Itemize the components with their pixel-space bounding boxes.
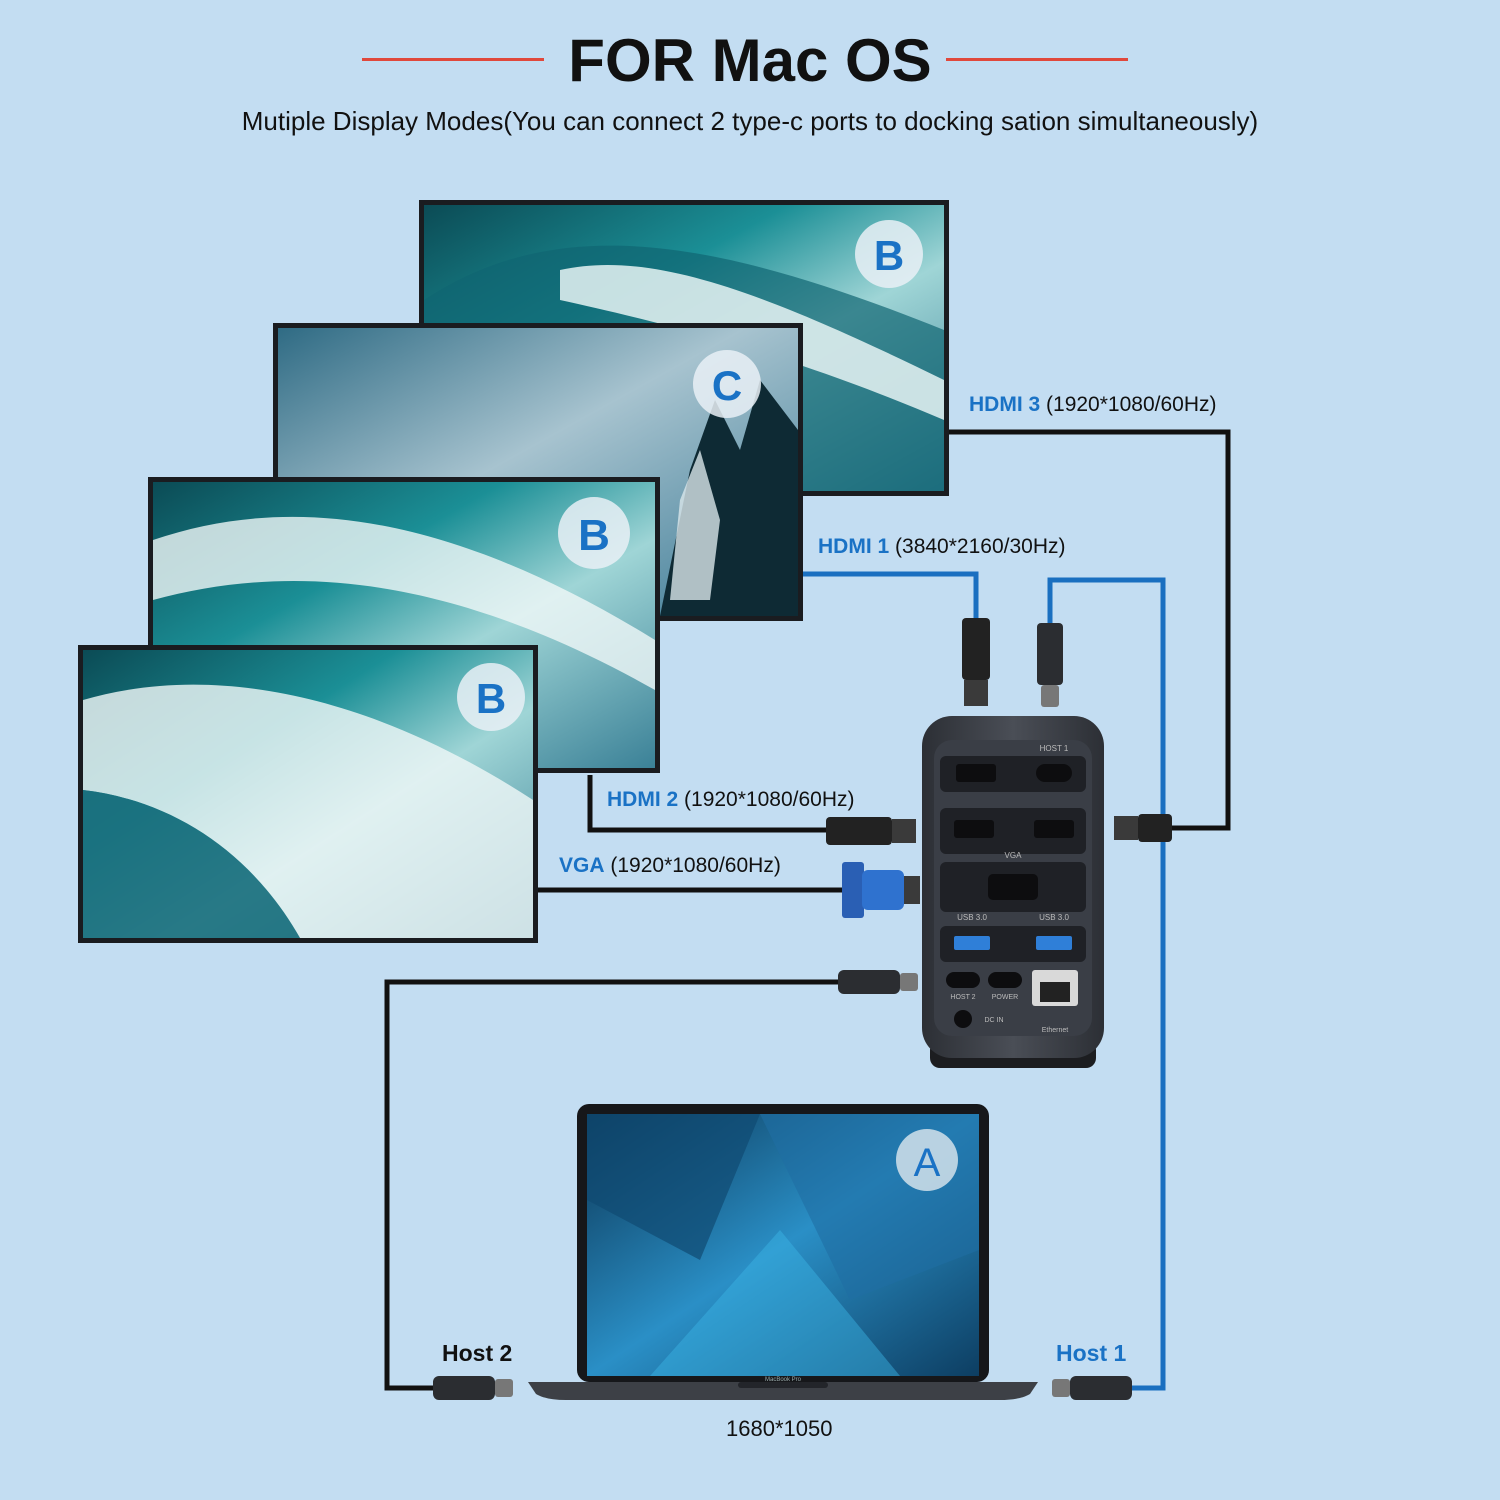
label-hdmi3-spec: (1920*1080/60Hz) <box>1046 393 1217 416</box>
dock-port-usb-left <box>954 936 990 950</box>
dock-label-dc-in: DC IN <box>984 1017 1003 1024</box>
label-hdmi2-port: HDMI 2 <box>607 788 679 811</box>
connector-hdmi2-plug <box>826 817 916 845</box>
label-host2: Host 2 <box>442 1340 513 1366</box>
label-hdmi1: HDMI 1 (3840*2160/30Hz) <box>818 535 1065 559</box>
cable-hdmi2 <box>587 775 830 833</box>
label-host1: Host 1 <box>1056 1340 1127 1366</box>
cables-black <box>384 429 1231 1391</box>
cable-hdmi1 <box>803 571 979 622</box>
badge-back: B <box>855 220 923 288</box>
cable-host2 <box>384 979 838 1391</box>
badge-laptop-letter: A <box>914 1141 941 1185</box>
dock-label-usb-right: USB 3.0 <box>1039 913 1069 922</box>
label-hdmi1-port: HDMI 1 <box>818 535 890 558</box>
label-vga: VGA (1920*1080/60Hz) <box>559 854 781 878</box>
connector-hdmi3-plug <box>1114 814 1172 842</box>
label-vga-spec: (1920*1080/60Hz) <box>610 854 781 877</box>
connector-host2-laptop-plug <box>433 1376 513 1400</box>
title-rule-left <box>362 58 544 61</box>
label-hdmi3-port: HDMI 3 <box>969 393 1041 416</box>
dock-label-ethernet: Ethernet <box>1042 1027 1069 1034</box>
connector-host2-dock-plug <box>838 970 918 994</box>
connector-host1-laptop-plug <box>1052 1376 1132 1400</box>
label-hdmi2-spec: (1920*1080/60Hz) <box>684 788 855 811</box>
dock-port-host2 <box>946 972 980 988</box>
dock-port-vga <box>988 874 1038 900</box>
label-hdmi1-spec: (3840*2160/30Hz) <box>895 535 1066 558</box>
connector-hdmi1-plug <box>962 618 990 706</box>
cables-blue <box>803 571 1166 1391</box>
dock-port-usb-right <box>1036 936 1072 950</box>
docking-station: HOST 1 VGA USB 3.0 USB 3.0 HOST 2 POWER … <box>922 716 1104 1068</box>
dock-port-dc-in <box>954 1010 972 1028</box>
page-subtitle: Mutiple Display Modes(You can connect 2 … <box>241 106 1259 136</box>
dock-port-hdmi2 <box>954 820 994 838</box>
badge-second-letter: C <box>712 362 742 409</box>
badge-front: B <box>457 663 525 731</box>
laptop: A MacBook Pro <box>528 1104 1038 1400</box>
dock-port-hdmi3 <box>1034 820 1074 838</box>
label-hdmi2: HDMI 2 (1920*1080/60Hz) <box>607 788 854 812</box>
cable-host1 <box>1047 577 1166 1391</box>
dock-port-host1 <box>1036 764 1072 782</box>
dock-label-power: POWER <box>992 994 1018 1001</box>
badge-second: C <box>693 350 761 418</box>
laptop-resolution: 1680*1050 <box>726 1416 833 1441</box>
title-rule-right <box>946 58 1128 61</box>
dock-label-host2: HOST 2 <box>950 994 975 1001</box>
dock-port-power <box>988 972 1022 988</box>
badge-third-letter: B <box>578 511 610 560</box>
laptop-model-label: MacBook Pro <box>765 1377 802 1383</box>
connector-host1-plug <box>1037 623 1063 707</box>
badge-third: B <box>558 497 630 569</box>
dock-label-host1: HOST 1 <box>1040 744 1069 753</box>
label-vga-port: VGA <box>559 854 605 877</box>
badge-front-letter: B <box>476 675 506 722</box>
dock-label-vga: VGA <box>1005 851 1023 860</box>
label-hdmi3: HDMI 3 (1920*1080/60Hz) <box>969 393 1216 417</box>
cable-hdmi3 <box>949 429 1231 831</box>
connector-vga-plug <box>842 862 920 918</box>
page-title: FOR Mac OS <box>568 27 932 94</box>
dock-label-usb-left: USB 3.0 <box>957 913 987 922</box>
badge-back-letter: B <box>874 232 904 279</box>
